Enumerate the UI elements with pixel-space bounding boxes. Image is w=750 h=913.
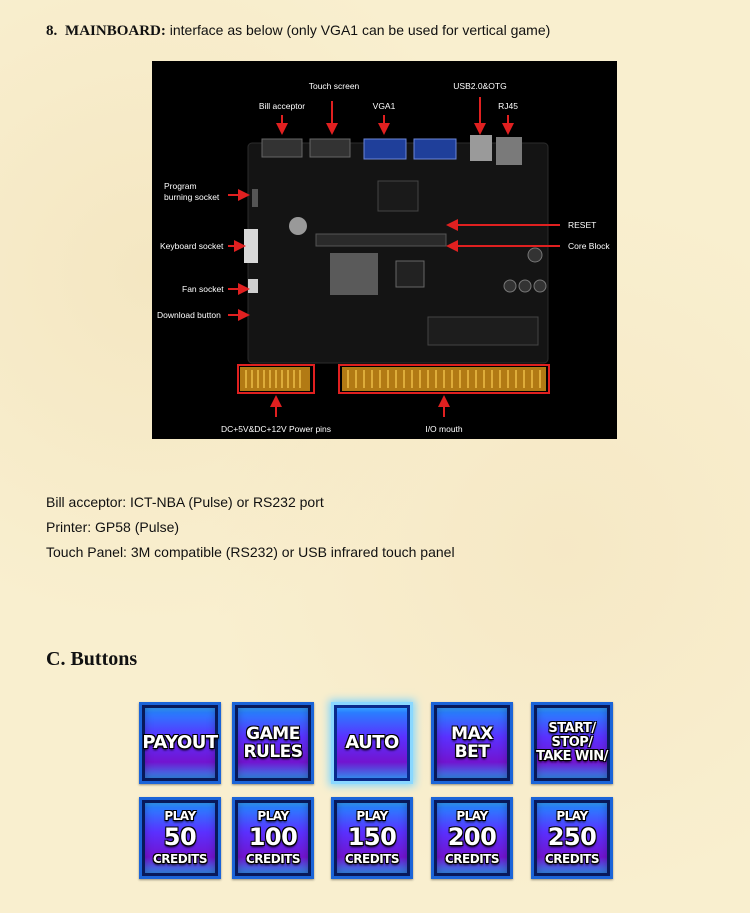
play-100-credits-button: PLAY 100 CREDITS [232, 797, 314, 879]
label-vga1: VGA1 [373, 101, 396, 111]
section-8-heading: 8. MAINBOARD: interface as below (only V… [46, 22, 550, 40]
play-150-credits-button: PLAY 150 CREDITS [331, 797, 413, 879]
stop-label: STOP/ [551, 734, 593, 750]
max-bet-button: MAX BET [431, 702, 513, 784]
play-200-credits-button: PLAY 200 CREDITS [431, 797, 513, 879]
board-labels: Touch screen USB2.0&OTG Bill acceptor VG… [157, 81, 610, 434]
play-50-credits-button: PLAY 50 CREDITS [139, 797, 221, 879]
play-250-credits-button: PLAY 250 CREDITS [531, 797, 613, 879]
credits-label: CREDITS [345, 851, 400, 866]
credits-label: CREDITS [545, 851, 600, 866]
credit-value: 50 [163, 823, 197, 852]
label-download-button: Download button [157, 310, 221, 320]
auto-button: AUTO [331, 702, 413, 784]
max-bet-line1: MAX [451, 723, 493, 744]
play-label: PLAY [456, 809, 488, 824]
play-label: PLAY [164, 809, 196, 824]
connector-strips [237, 364, 550, 394]
section-keyword: MAINBOARD: [65, 23, 166, 39]
pcb-board [244, 135, 549, 364]
label-fan-socket: Fan socket [182, 284, 224, 294]
credits-label: CREDITS [246, 851, 301, 866]
credit-value: 200 [447, 823, 497, 852]
game-rules-line1: GAME [246, 723, 300, 744]
max-bet-line2: BET [454, 742, 490, 762]
mainboard-image: Touch screen USB2.0&OTG Bill acceptor VG… [152, 61, 617, 439]
annotation-arrows [228, 97, 560, 417]
mainboard-diagram: Touch screen USB2.0&OTG Bill acceptor VG… [157, 81, 610, 434]
spec-touch-panel: Touch Panel: 3M compatible (RS232) or US… [46, 544, 455, 560]
label-reset: RESET [568, 220, 596, 230]
take-win-label: TAKE WIN/ [536, 749, 608, 765]
payout-button: PAYOUT [139, 702, 221, 784]
label-usb: USB2.0&OTG [453, 81, 506, 91]
game-rules-line2: RULES [243, 742, 303, 762]
label-core-block: Core Block [568, 241, 610, 251]
label-power-pins: DC+5V&DC+12V Power pins [221, 424, 331, 434]
spec-printer: Printer: GP58 (Pulse) [46, 519, 180, 535]
start-label: START/ [548, 720, 596, 736]
section-number: 8. [46, 23, 58, 39]
credits-label: CREDITS [153, 851, 208, 866]
label-program-line1: Program [164, 181, 197, 191]
section-c-title: C. Buttons [46, 648, 138, 670]
credits-label: CREDITS [445, 851, 500, 866]
label-bill-acceptor: Bill acceptor [259, 101, 305, 111]
credit-value: 250 [547, 823, 597, 852]
label-program-line2: burning socket [164, 192, 220, 202]
credit-value: 150 [347, 823, 397, 852]
play-label: PLAY [556, 809, 588, 824]
auto-label: AUTO [345, 732, 399, 754]
specs-list: Bill acceptor: ICT-NBA (Pulse) or RS232 … [46, 490, 455, 565]
label-keyboard-socket: Keyboard socket [160, 241, 224, 251]
play-label: PLAY [257, 809, 289, 824]
label-touch-screen: Touch screen [309, 81, 360, 91]
spec-bill-acceptor: Bill acceptor: ICT-NBA (Pulse) or RS232 … [46, 494, 324, 510]
play-label: PLAY [356, 809, 388, 824]
credit-value: 100 [248, 823, 298, 852]
payout-label: PAYOUT [142, 732, 218, 754]
start-stop-take-win-button: START/ STOP/ TAKE WIN/ [531, 702, 613, 784]
game-rules-button: GAME RULES [232, 702, 314, 784]
label-io-mouth: I/O mouth [425, 424, 463, 434]
section-description: interface as below (only VGA1 can be use… [169, 22, 551, 38]
label-rj45: RJ45 [498, 101, 518, 111]
